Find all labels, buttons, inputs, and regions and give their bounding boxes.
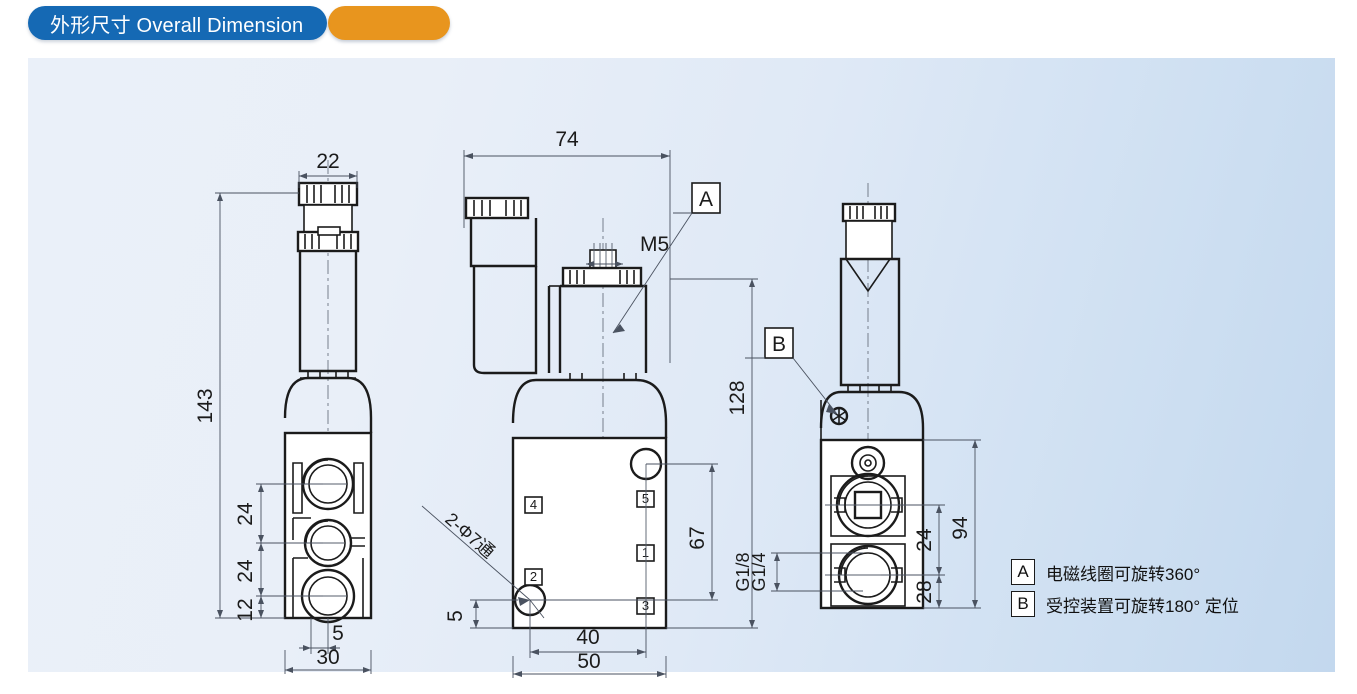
dim-top-port-spacing: 24 28 xyxy=(881,504,945,609)
dim-top-total: 94 xyxy=(923,439,981,609)
thread-callouts: G1/8 G1/4 xyxy=(733,552,863,592)
svg-text:4: 4 xyxy=(530,497,537,512)
legend-text-b: 受控装置可旋转180° 定位 xyxy=(1046,596,1239,616)
dim-30-label: 30 xyxy=(316,646,339,669)
svg-text:3: 3 xyxy=(642,598,649,613)
legend-key-a: A xyxy=(1011,559,1035,585)
dim-24-top-label: 24 xyxy=(913,528,936,552)
thread-g18-label: G1/8 xyxy=(733,552,753,591)
top-view: B G1/8 G1/4 xyxy=(733,88,1073,648)
header-orange-accent xyxy=(328,6,450,40)
dim-5-label: 5 xyxy=(332,622,344,645)
dim-94-label: 94 xyxy=(949,516,972,540)
svg-text:5: 5 xyxy=(642,491,649,506)
page-title: 外形尺寸 Overall Dimension xyxy=(50,14,304,37)
dim-128-label: 128 xyxy=(726,380,749,415)
dim-m5-label: M5 xyxy=(640,233,669,256)
front-view: 22 143 xyxy=(168,88,458,658)
dim-50-label: 50 xyxy=(577,650,600,673)
dim-24b-label: 24 xyxy=(234,559,257,583)
svg-text:1: 1 xyxy=(642,545,649,560)
side-view-left-cap xyxy=(464,196,538,268)
dim-5-edge-label: 5 xyxy=(444,610,467,622)
side-view-right-cap xyxy=(561,266,643,288)
header-blue-pill: 外形尺寸 Overall Dimension xyxy=(28,6,328,40)
side-view-port-labels-right: 5 1 3 xyxy=(636,490,655,615)
technical-drawing-panel: 22 143 xyxy=(28,58,1335,678)
dim-front-height: 143 xyxy=(194,192,299,619)
dim-front-offset: 5 xyxy=(299,618,344,654)
dim-side-hole-width: 40 xyxy=(529,600,647,658)
dim-front-width: 22 xyxy=(298,150,358,188)
side-view-port-labels-left: 4 2 xyxy=(524,496,543,586)
dim-22-label: 22 xyxy=(316,150,339,173)
datum-b-callout: B xyxy=(745,327,838,415)
top-view-knurled-cap xyxy=(841,202,897,260)
legend-key-b: B xyxy=(1011,591,1035,617)
legend: A 电磁线圈可旋转360° B 受控装置可旋转180° 定位 xyxy=(1011,556,1239,620)
dim-67-label: 67 xyxy=(686,526,709,549)
dim-side-width: 74 xyxy=(463,128,671,363)
dim-143-label: 143 xyxy=(194,388,217,423)
dim-side-height: 128 xyxy=(666,278,758,629)
svg-text:2: 2 xyxy=(530,569,537,584)
datum-b-label: B xyxy=(772,333,786,356)
dim-front-port-spacing: 24 24 12 xyxy=(234,483,323,622)
legend-row: A 电磁线圈可旋转360° xyxy=(1011,556,1239,588)
dim-side-edge-offset: 5 xyxy=(444,599,518,629)
section-header-banner: 外形尺寸 Overall Dimension xyxy=(28,6,450,40)
dim-24a-label: 24 xyxy=(234,502,257,526)
top-view-ports xyxy=(825,445,913,607)
hole-callout-label: 2-Φ7通 xyxy=(441,509,498,562)
datum-a-callout: A xyxy=(612,182,721,334)
legend-row: B 受控装置可旋转180° 定位 xyxy=(1011,588,1239,620)
dim-side-hole-spacing: 67 xyxy=(530,463,718,601)
dim-28-label: 28 xyxy=(913,580,936,603)
legend-text-a: 电磁线圈可旋转360° xyxy=(1046,564,1201,584)
side-view: 74 xyxy=(418,88,798,688)
thread-g14-label: G1/4 xyxy=(749,552,769,591)
front-view-knurled-cap xyxy=(296,181,360,253)
dim-12-label: 12 xyxy=(234,598,257,621)
datum-a-label: A xyxy=(699,188,713,211)
side-view-base-dim: 50 xyxy=(418,650,798,694)
side-view-m5-thread: M5 xyxy=(586,233,669,270)
dim-40-label: 40 xyxy=(576,626,599,649)
dim-74-label: 74 xyxy=(555,128,579,151)
front-view-base-dim: 30 xyxy=(168,646,458,688)
